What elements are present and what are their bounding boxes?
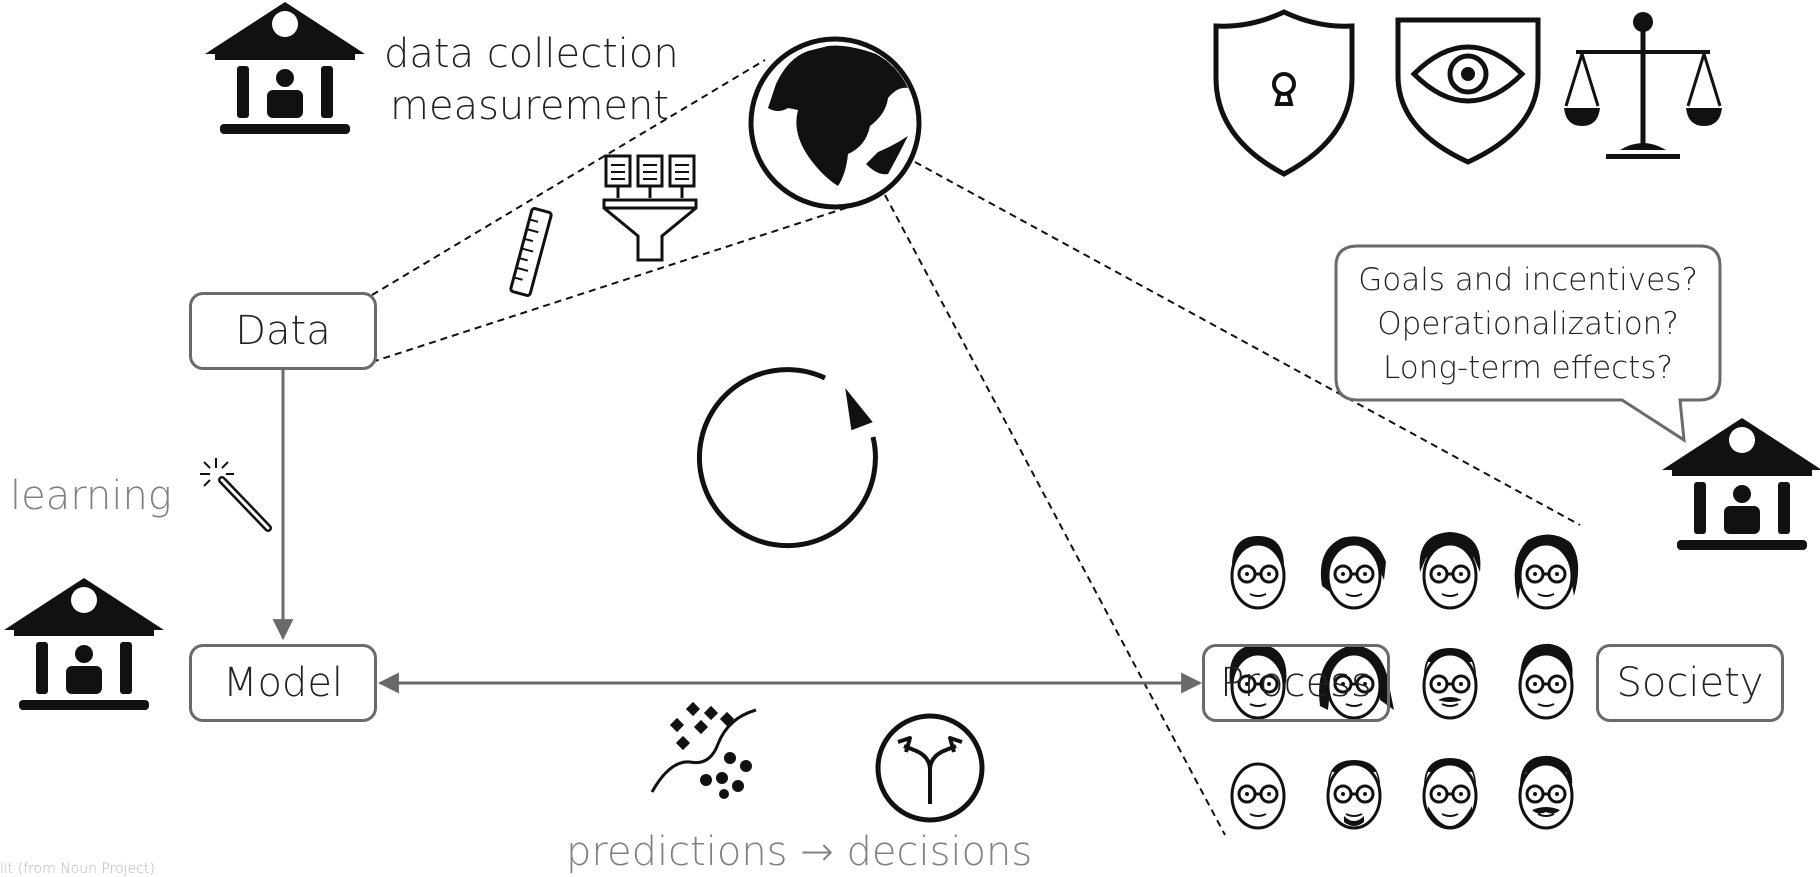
cycle-arrow-icon [696, 367, 878, 549]
decision-fork-icon [875, 713, 985, 823]
credit-text: lit (from Noun Project) [0, 861, 155, 877]
institution-icon-model [4, 578, 164, 710]
institution-icon [205, 2, 365, 134]
dashed-line-society [914, 161, 1581, 526]
learning-label: learning [10, 473, 172, 519]
privacy-shield-icon [1213, 9, 1355, 177]
ruler-icon [509, 207, 553, 297]
globe-icon [748, 36, 922, 210]
data-funnel-icon [602, 154, 698, 262]
institution-icon-society [1662, 418, 1820, 550]
dashed-line-people [884, 194, 1226, 836]
people-faces-icon [1229, 532, 1579, 830]
bubble-line-long-term: Long-term effects? [1383, 350, 1673, 386]
justice-scales-icon [1564, 12, 1722, 159]
model-box: Model [189, 644, 377, 722]
speech-bubble [1334, 244, 1722, 443]
dashed-line-data-bottom [371, 204, 856, 363]
measurement-label: measurement [390, 83, 670, 129]
speech-bubble-text: Goals and incentives? Operationalization… [1334, 258, 1722, 390]
process-box: Process [1202, 644, 1390, 722]
data-box: Data [189, 292, 377, 370]
bubble-line-operationalization: Operationalization? [1377, 306, 1679, 342]
bubble-line-goals: Goals and incentives? [1358, 262, 1698, 298]
scatter-classifier-icon [650, 701, 757, 799]
dashed-line-data-top [371, 59, 766, 296]
surveillance-shield-icon [1395, 17, 1541, 165]
society-box: Society [1596, 644, 1784, 722]
magic-wand-icon [200, 458, 272, 532]
data-collection-label: data collection [384, 31, 679, 77]
predictions-decisions-label: predictions → decisions [566, 829, 1033, 875]
